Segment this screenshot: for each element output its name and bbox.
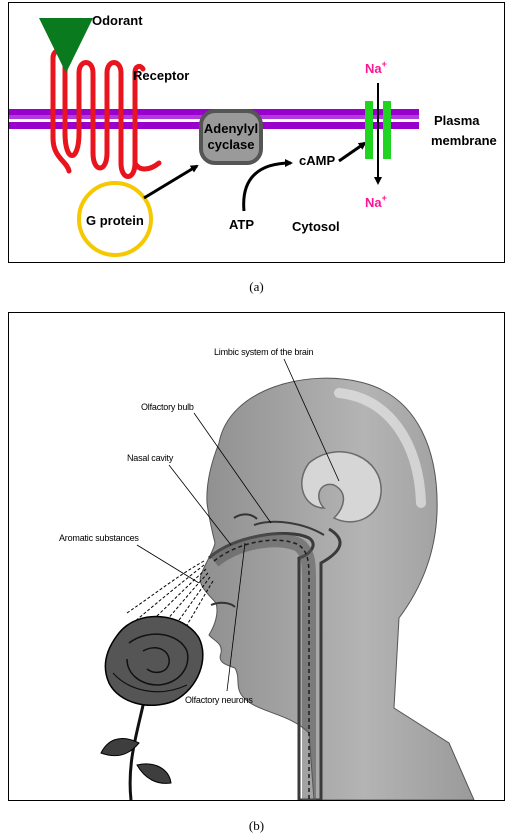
caption-a: (a) — [249, 279, 264, 294]
camp-label: cAMP — [299, 153, 335, 168]
sodium-top-label: Na+ — [365, 59, 387, 76]
olfactory-neurons-label: Olfactory neurons — [185, 695, 253, 705]
rose-flower — [100, 615, 204, 800]
panel-a-signal-transduction: Odorant Receptor G protein Adenylyl cycl… — [8, 2, 505, 263]
adenylyl-label-line2: cyclase — [208, 137, 255, 152]
cytosol-label: Cytosol — [292, 219, 340, 234]
mouth — [210, 601, 236, 608]
odorant-molecule — [39, 18, 93, 73]
label-pointers — [136, 358, 340, 692]
receptor-tail — [50, 55, 162, 174]
panel-a-diagram: Odorant Receptor G protein Adenylyl cycl… — [9, 13, 497, 257]
arrow-camp-to-channel — [338, 141, 367, 163]
pointer-nasal — [168, 464, 232, 546]
pointer-neurons — [226, 542, 246, 692]
caption-b: (b) — [248, 818, 265, 833]
arrow-gprotein-to-cyclase — [143, 164, 199, 200]
plasma-label-line1: Plasma — [434, 113, 480, 128]
panel-b-illustration: Limbic system of the brain Olfactory bul… — [59, 347, 475, 800]
receptor-label: Receptor — [133, 68, 189, 83]
olfactory-bulb — [253, 520, 325, 536]
human-head — [199, 377, 475, 800]
sodium-channel — [365, 101, 391, 159]
nasal-cavity-label: Nasal cavity — [127, 453, 174, 463]
plasma-label-line2: membrane — [431, 133, 497, 148]
arrow-atp-to-camp — [242, 159, 293, 212]
aromatic-substances-label: Aromatic substances — [59, 533, 139, 543]
eye — [233, 513, 258, 520]
g-protein — [77, 181, 153, 257]
sodium-bottom-label: Na+ — [365, 193, 387, 210]
head-highlight — [334, 388, 426, 508]
adenylyl-cyclase — [199, 109, 263, 165]
g-protein-label: G protein — [86, 213, 144, 228]
atp-label: ATP — [229, 217, 254, 232]
olfactory-tract — [209, 533, 316, 800]
pointer-aromatic — [136, 544, 200, 584]
odorant-label: Odorant — [92, 13, 143, 28]
olfactory-bulb-label: Olfactory bulb — [141, 402, 194, 412]
adenylyl-label-line1: Adenylyl — [204, 121, 258, 136]
pointer-limbic — [283, 358, 340, 482]
receptor-protein — [50, 48, 146, 179]
limbic-system — [301, 451, 382, 523]
pointer-bulb — [193, 412, 272, 524]
limbic-label: Limbic system of the brain — [214, 347, 314, 357]
panel-b-olfaction-anatomy: Limbic system of the brain Olfactory bul… — [8, 312, 505, 801]
